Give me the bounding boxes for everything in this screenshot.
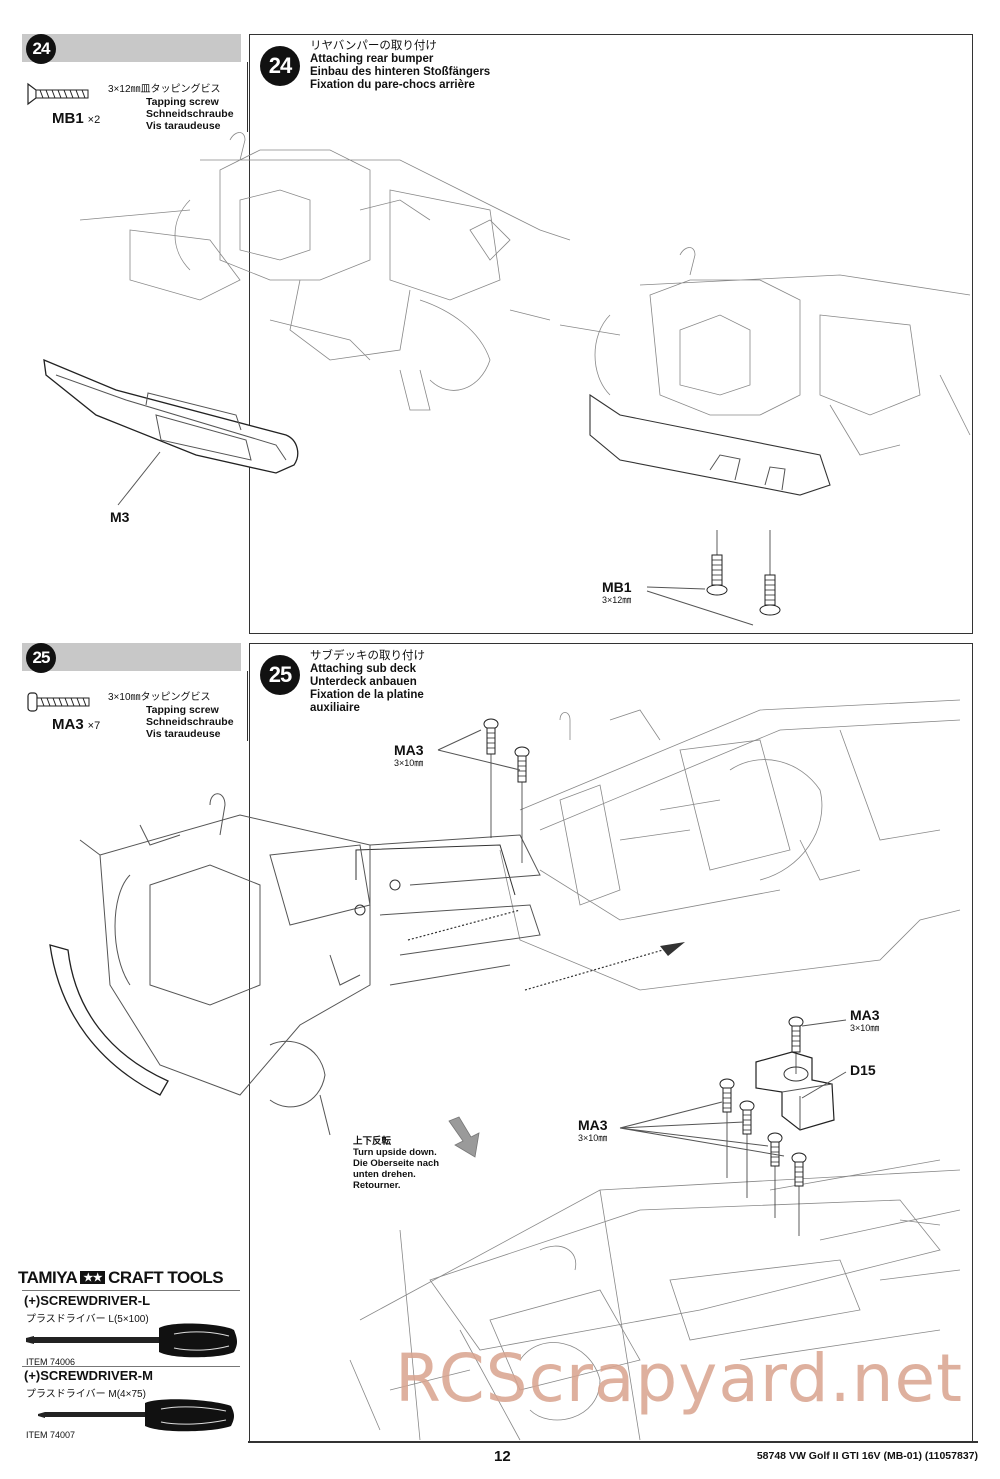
screw-name-en: Tapping screw: [146, 96, 219, 108]
screw-spec-jp: 3×10㎜タッピングビス: [108, 692, 211, 703]
screw-name-en: Tapping screw: [146, 704, 219, 716]
tool-screwdriver-m-name: (+)SCREWDRIVER-M: [24, 1368, 153, 1383]
callout-ma3-group: MA3 3×10㎜: [578, 1117, 608, 1144]
assembled-gearbox-bumper-illustration: [559, 247, 971, 496]
footer-rule: [248, 1441, 978, 1443]
callout-label: D15: [850, 1062, 876, 1078]
step-24-badge: 24: [26, 34, 56, 64]
note-en: Turn upside down.: [353, 1147, 437, 1158]
callout-line-ma3-d15: [801, 1019, 847, 1027]
screw-qty: ×2: [87, 114, 101, 126]
callout-m3: M3: [110, 510, 129, 525]
callout-line-ma3-top: [437, 729, 521, 771]
screw-name-de: Schneidschraube: [146, 716, 234, 728]
callout-size: 3×10㎜: [394, 758, 424, 768]
callout-line-ma3-group: [619, 1101, 785, 1157]
screw-description-25: 3×10㎜タッピングビス Tapping screw Schneidschrau…: [108, 692, 234, 740]
title-fr-cont: auxiliaire: [310, 702, 360, 714]
callout-ma3-d15: MA3 3×10㎜: [850, 1007, 880, 1034]
tools-brand: TAMIYA: [18, 1268, 78, 1287]
title-en: Attaching sub deck: [310, 663, 417, 675]
title-fr: Fixation du pare-chocs arrière: [310, 79, 475, 91]
screwdriver-m-icon: [38, 1399, 234, 1432]
tamiya-star-logo: ★★: [80, 1271, 106, 1284]
screwdriver-l-icon: [26, 1323, 237, 1358]
tool-screwdriver-l-jp: プラスドライバー L(5×100): [26, 1314, 149, 1325]
step-24-panel: [249, 34, 973, 634]
screw-code: MA3: [52, 716, 84, 733]
callout-line-m3: [117, 451, 161, 506]
step-24-title-badge: 24: [260, 46, 300, 86]
note-jp: 上下反転: [353, 1136, 392, 1147]
screw-description-24: 3×12㎜皿タッピングビス Tapping screw Schneidschra…: [108, 84, 234, 132]
screw-code: MB1: [52, 110, 84, 127]
tools-divider: [22, 1366, 240, 1367]
tools-divider: [22, 1290, 240, 1291]
step-25-header-bar: [22, 643, 241, 671]
callout-label: M3: [110, 509, 130, 525]
step-24-header-bar: [22, 34, 241, 62]
title-en: Attaching rear bumper: [310, 53, 434, 65]
screw-qty: ×7: [87, 720, 101, 732]
tools-title-text: CRAFT TOOLS: [108, 1268, 224, 1287]
tool-screwdriver-l-name: (+)SCREWDRIVER-L: [24, 1293, 151, 1308]
left-divider: [247, 671, 248, 741]
callout-ma3-top: MA3 3×10㎜: [394, 742, 424, 769]
screw-code-mb1: MB1×2: [52, 110, 100, 127]
kit-code: 58748 VW Golf II GTI 16V (MB-01) (110578…: [756, 1450, 978, 1462]
callout-label: MA3: [394, 742, 424, 758]
rear-bumper-part-m3: [43, 358, 299, 474]
step-25-title-badge: 25: [260, 655, 300, 695]
note-fr: Retourner.: [353, 1180, 401, 1191]
chassis-underside-illustration: [349, 1159, 961, 1441]
gearbox-bumper-assembly-illustration: [49, 793, 541, 1136]
screw-name-fr: Vis taraudeuse: [146, 120, 221, 132]
callout-label: MA3: [850, 1007, 880, 1023]
tool-screwdriver-l-item: ITEM 74006: [26, 1357, 76, 1367]
screw-name-de: Schneidschraube: [146, 108, 234, 120]
watermark: RCScrapyard.net: [395, 1340, 963, 1417]
note-de-cont: unten drehen.: [353, 1169, 416, 1180]
screw-code-ma3: MA3×7: [52, 716, 100, 733]
callout-label: MA3: [578, 1117, 608, 1133]
callout-line-mb1: [646, 586, 754, 626]
title-jp: リヤバンパーの取り付け: [310, 40, 437, 52]
turn-arrow-icon: [448, 1116, 480, 1158]
screw-spec-jp: 3×12㎜皿タッピングビス: [108, 84, 221, 95]
title-fr: Fixation de la platine: [310, 689, 424, 701]
transfer-arrows: [355, 844, 685, 991]
tapping-screws-ma3-pair: [483, 718, 530, 863]
tamiya-craft-tools-title: TAMIYA★★CRAFT TOOLS: [18, 1268, 224, 1288]
callout-label: MB1: [602, 579, 632, 595]
title-de: Einbau des hinteren Stoßfängers: [310, 66, 491, 78]
step-24-title: リヤバンパーの取り付け Attaching rear bumper Einbau…: [310, 40, 490, 92]
tool-screwdriver-m-jp: プラスドライバー M(4×75): [26, 1389, 146, 1400]
callout-size: 3×10㎜: [850, 1023, 880, 1033]
callout-d15: D15: [850, 1063, 876, 1078]
left-divider: [247, 62, 248, 132]
step-25-title: サブデッキの取り付け Attaching sub deck Unterdeck …: [310, 650, 425, 715]
callout-line-d15: [801, 1071, 847, 1099]
screw-name-fr: Vis taraudeuse: [146, 728, 221, 740]
sub-deck-illustration: [499, 699, 961, 991]
tapping-screws-mb1: [706, 530, 781, 616]
tool-screwdriver-m-item: ITEM 74007: [26, 1430, 76, 1440]
note-de: Die Oberseite nach: [353, 1158, 440, 1169]
rear-gearbox-illustration: [79, 132, 571, 411]
title-jp: サブデッキの取り付け: [310, 650, 425, 662]
tapping-screw-ma3-d15: [788, 1016, 804, 1074]
callout-size: 3×12㎜: [602, 595, 632, 605]
title-de: Unterdeck anbauen: [310, 676, 417, 688]
countersunk-screw-icon: [27, 82, 89, 106]
callout-size: 3×10㎜: [578, 1133, 608, 1143]
pan-head-screw-icon: [27, 692, 90, 712]
step-25-badge: 25: [26, 643, 56, 673]
callout-mb1: MB1 3×12㎜: [602, 579, 632, 606]
page-number: 12: [494, 1448, 511, 1465]
turn-upside-down-note: 上下反転 Turn upside down. Die Oberseite nac…: [353, 1136, 439, 1191]
